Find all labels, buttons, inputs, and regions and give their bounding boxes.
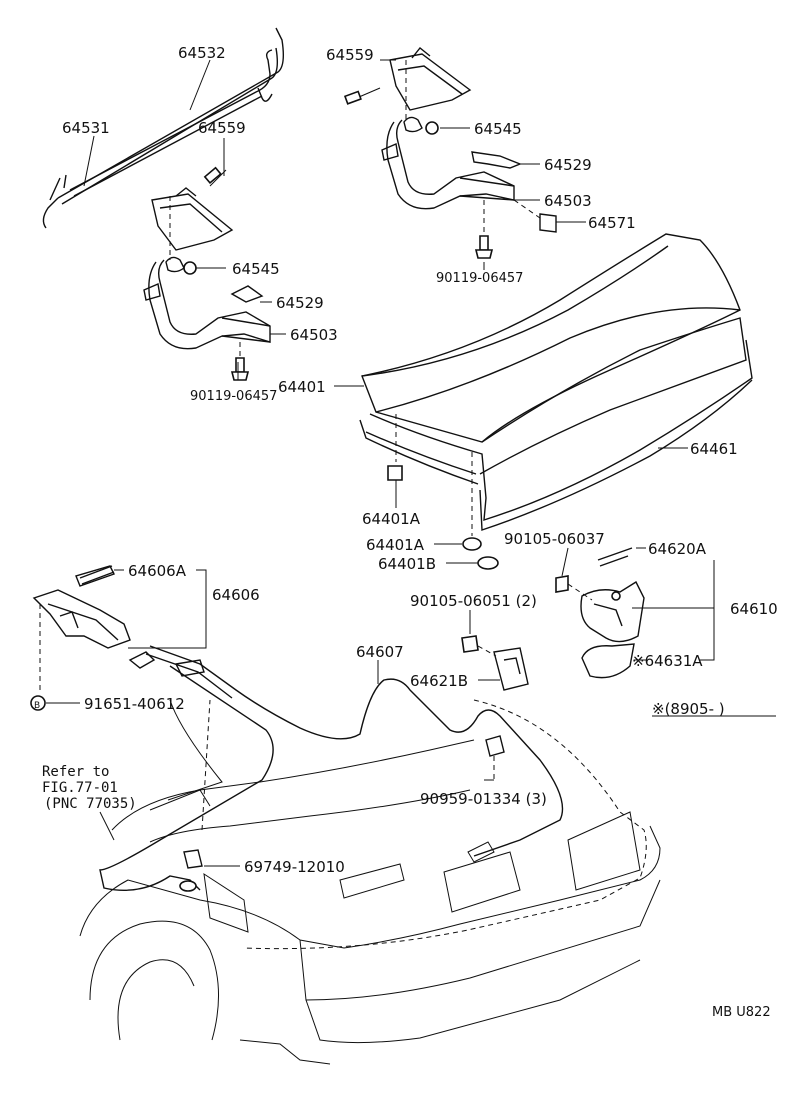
label-64529-right: 64529 xyxy=(544,156,592,174)
label-64559-left: 64559 xyxy=(198,119,246,137)
lock-assembly xyxy=(555,547,645,679)
label-90105-06037: 90105-06037 xyxy=(504,530,605,548)
leader-lines xyxy=(46,59,715,867)
car-body xyxy=(79,699,661,1065)
refer-line-2: FIG.77-01 xyxy=(42,780,118,796)
label-90119-left: 90119-06457 xyxy=(190,389,277,404)
label-64529-left: 64529 xyxy=(276,294,324,312)
diagram-code: MB U822 xyxy=(712,1005,771,1020)
label-64401A-upper: 64401A xyxy=(362,510,421,528)
part-labels: 64532 64531 64559 64559 64545 64545 6452… xyxy=(34,44,778,1020)
circle-b-mark: B xyxy=(34,701,40,711)
right-hinge xyxy=(343,47,557,259)
trunk-lid xyxy=(359,233,753,531)
label-64620A: 64620A xyxy=(648,540,707,558)
label-64631A: ※64631A xyxy=(632,652,703,670)
label-64545-left: 64545 xyxy=(232,260,280,278)
label-64606: 64606 xyxy=(212,586,260,604)
label-64621B: 64621B xyxy=(410,672,468,690)
refer-line-3: (PNC 77035) xyxy=(44,796,137,812)
label-64606A: 64606A xyxy=(128,562,187,580)
lid-bumpers xyxy=(387,414,499,570)
label-64401B: 64401B xyxy=(378,555,436,573)
release-cable xyxy=(99,645,564,892)
note-date-range: ※(8905- ) xyxy=(652,700,725,718)
label-64532: 64532 xyxy=(178,44,226,62)
label-64401: 64401 xyxy=(278,378,326,396)
label-64571: 64571 xyxy=(588,214,636,232)
opener-lever xyxy=(30,565,131,711)
label-69749-12010: 69749-12010 xyxy=(244,858,345,876)
striker xyxy=(461,635,529,691)
label-64401A-lower: 64401A xyxy=(366,536,425,554)
label-64607: 64607 xyxy=(356,643,404,661)
label-64545-right: 64545 xyxy=(474,120,522,138)
label-64531: 64531 xyxy=(62,119,110,137)
cable-clip xyxy=(485,735,505,780)
label-64559-right: 64559 xyxy=(326,46,374,64)
left-hinge xyxy=(143,166,271,381)
label-90105-06051: 90105-06051 (2) xyxy=(410,592,537,610)
torsion-bars xyxy=(42,27,285,229)
label-90959-01334: 90959-01334 (3) xyxy=(420,790,547,808)
label-64503-right: 64503 xyxy=(544,192,592,210)
label-91651-40612: 91651-40612 xyxy=(84,695,185,713)
label-64610: 64610 xyxy=(730,600,778,618)
label-64503-left: 64503 xyxy=(290,326,338,344)
refer-line-1: Refer to xyxy=(42,764,109,780)
label-90119-right: 90119-06457 xyxy=(436,271,523,286)
label-64461: 64461 xyxy=(690,440,738,458)
